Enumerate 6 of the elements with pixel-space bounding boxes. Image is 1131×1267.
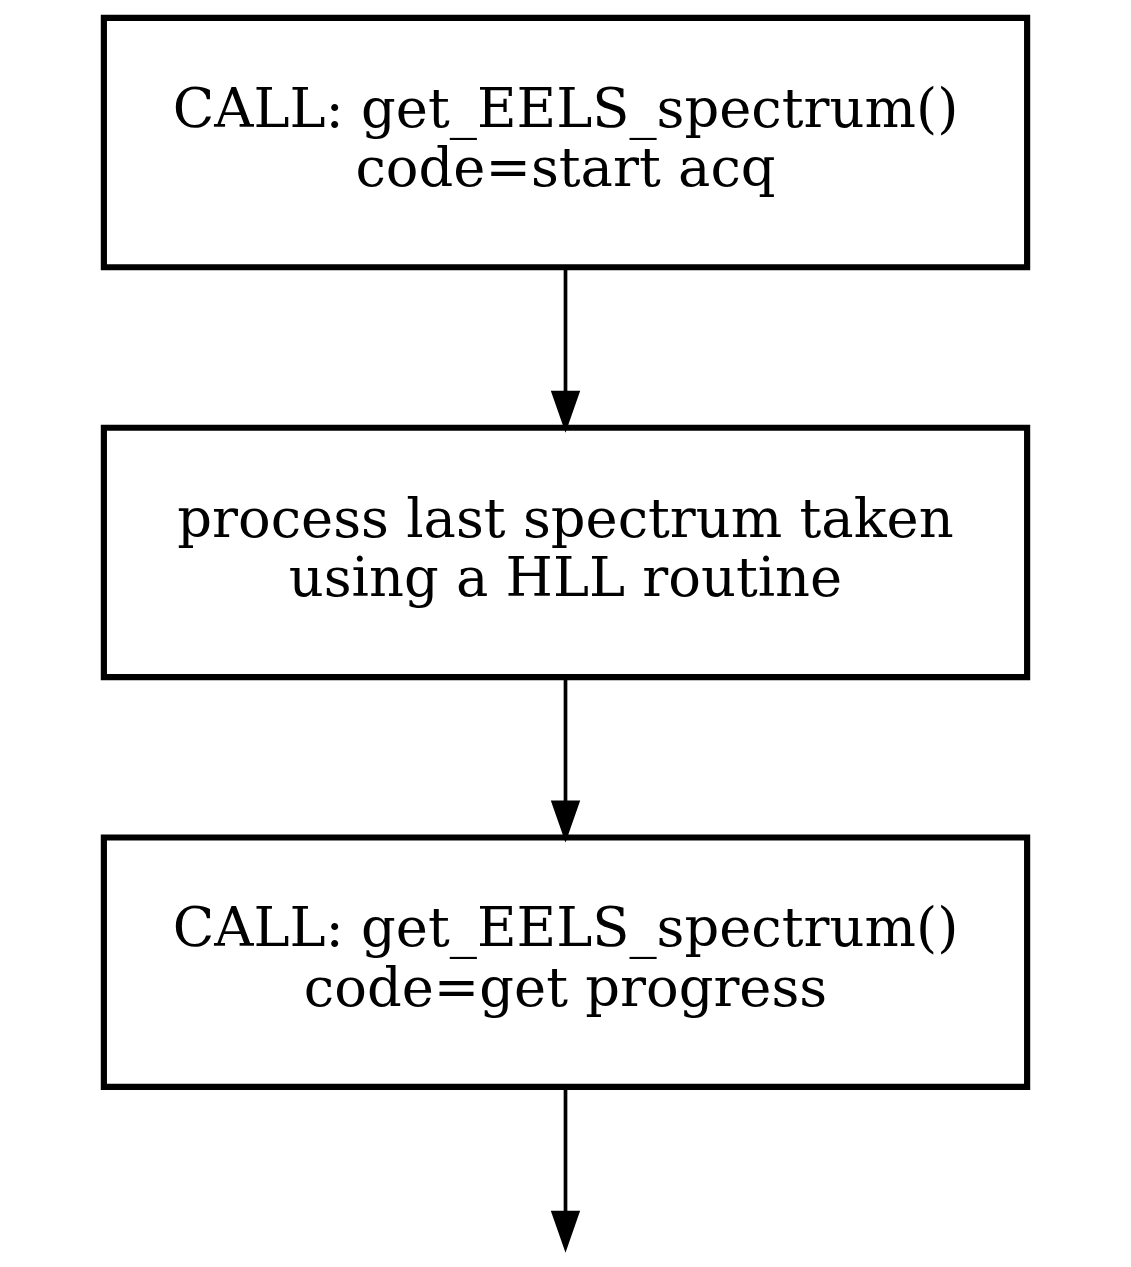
arrow <box>550 677 581 843</box>
arrow <box>550 1087 581 1253</box>
node-box: CALL: get_EELS_spectrum() code=get progress <box>100 834 1031 1090</box>
arrow <box>550 267 581 433</box>
node-box: process last spectrum taken using a HLL routine <box>100 424 1031 681</box>
node-box: CALL: get_EELS_spectrum() code=start acq <box>100 14 1031 271</box>
